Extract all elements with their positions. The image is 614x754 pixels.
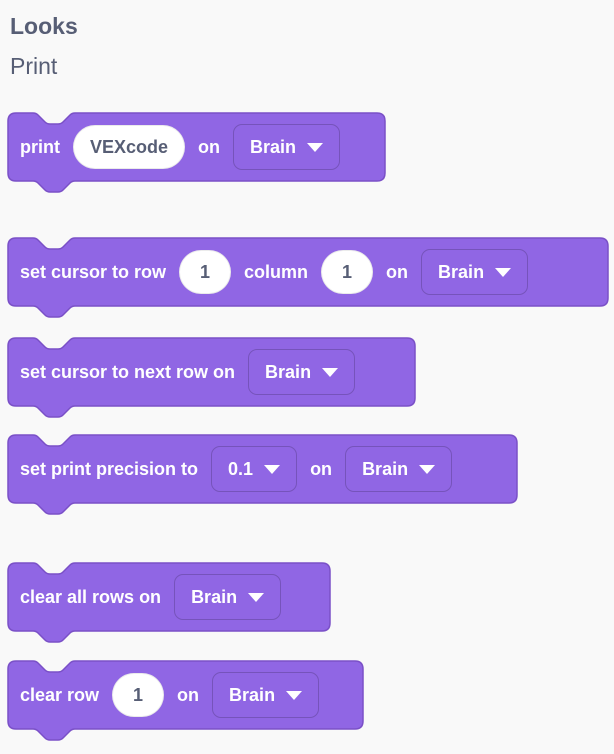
device-dropdown[interactable]: Brain (248, 349, 356, 395)
block-label: print (20, 136, 60, 157)
dropdown-value: Brain (229, 684, 276, 705)
block-label: column (244, 261, 309, 282)
precision-dropdown[interactable]: 0.1 (211, 446, 298, 492)
device-dropdown[interactable]: Brain (421, 249, 529, 295)
block-label: clear all rows on (20, 586, 162, 607)
block-label: clear row (20, 684, 100, 705)
device-dropdown[interactable]: Brain (174, 574, 282, 620)
category-header: Looks (10, 13, 78, 39)
block-set-cursor-row-column[interactable]: set cursor to row 1 column 1 on Brain (7, 237, 609, 318)
device-dropdown[interactable]: Brain (345, 446, 453, 492)
row-number-input[interactable]: 1 (179, 250, 232, 294)
dropdown-arrow-icon (322, 367, 339, 377)
dropdown-arrow-icon (286, 690, 303, 700)
block-set-print-precision[interactable]: set print precision to 0.1 on Brain (7, 434, 518, 515)
dropdown-value: Brain (191, 586, 238, 607)
section-header: Print (10, 53, 58, 79)
dropdown-arrow-icon (495, 267, 512, 277)
block-clear-all-rows[interactable]: clear all rows on Brain (7, 562, 331, 643)
block-label: set print precision to (20, 458, 199, 479)
block-clear-row[interactable]: clear row 1 on Brain (7, 660, 364, 741)
dropdown-value: Brain (362, 458, 409, 479)
dropdown-value: Brain (250, 136, 297, 157)
block-label: on (177, 684, 200, 705)
dropdown-arrow-icon (248, 592, 265, 602)
block-label: on (310, 458, 333, 479)
dropdown-arrow-icon (419, 464, 436, 474)
column-number-input[interactable]: 1 (321, 250, 374, 294)
block-label: set cursor to row (20, 261, 167, 282)
device-dropdown[interactable]: Brain (233, 124, 341, 170)
dropdown-value: Brain (265, 361, 312, 382)
dropdown-value: 0.1 (228, 458, 254, 479)
device-dropdown[interactable]: Brain (212, 672, 320, 718)
dropdown-value: Brain (438, 261, 485, 282)
block-set-cursor-next-row[interactable]: set cursor to next row on Brain (7, 337, 416, 418)
block-label: on (198, 136, 221, 157)
block-label: set cursor to next row on (20, 361, 236, 382)
block-label: on (386, 261, 409, 282)
dropdown-arrow-icon (264, 464, 281, 474)
row-number-input[interactable]: 1 (112, 673, 165, 717)
print-text-input[interactable]: VEXcode (73, 125, 186, 169)
dropdown-arrow-icon (307, 142, 324, 152)
block-print[interactable]: print VEXcode on Brain (7, 112, 386, 193)
